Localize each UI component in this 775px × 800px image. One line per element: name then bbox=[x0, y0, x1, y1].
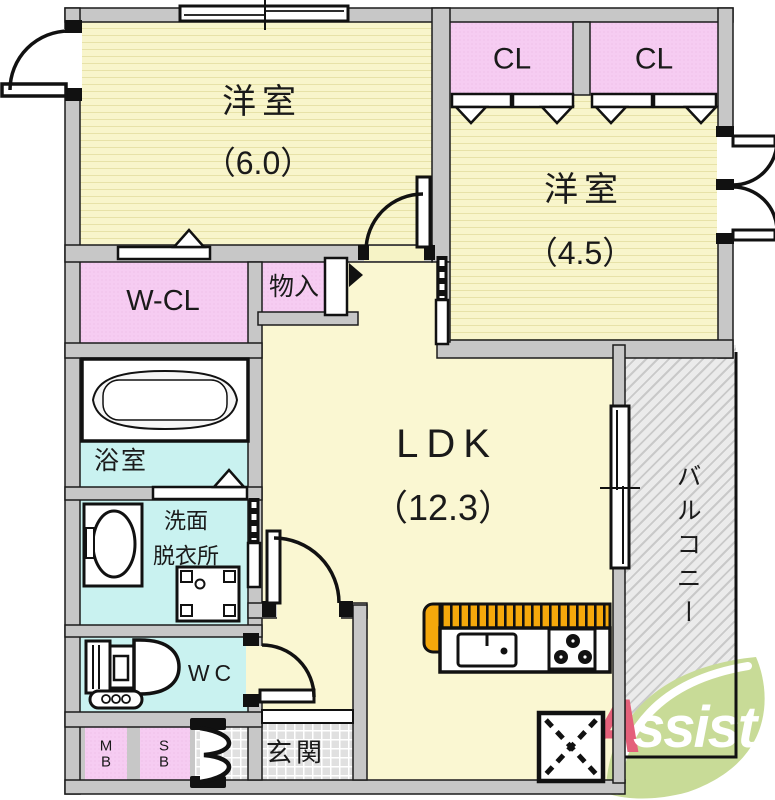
room-yoshitsu-6 bbox=[80, 22, 432, 245]
sliding-door-senmen-icon bbox=[246, 498, 262, 589]
label-monoire: 物入 bbox=[268, 272, 320, 301]
room-ldk-left bbox=[262, 325, 358, 603]
label-wcl: W-CL bbox=[126, 284, 200, 317]
label-balcony: バルコニー bbox=[673, 463, 702, 633]
closet-cl-2 bbox=[590, 22, 718, 95]
label-sb: S B bbox=[159, 738, 169, 770]
corridor bbox=[347, 262, 437, 358]
room-yoshitsu-45 bbox=[450, 95, 718, 340]
sliding-door-yoshitsu45-icon bbox=[434, 256, 450, 346]
label-yoshitsu6-name: 洋室 bbox=[222, 83, 302, 122]
label-bath: 浴室 bbox=[93, 446, 149, 475]
box-sb bbox=[140, 727, 190, 783]
hallway bbox=[262, 618, 353, 712]
label-senmen-line2: 脱衣所 bbox=[152, 543, 220, 569]
label-mb: M B bbox=[100, 738, 113, 770]
exterior-door-left-icon bbox=[0, 20, 82, 101]
label-yoshitsu45-size: （4.5） bbox=[525, 235, 635, 272]
label-yoshitsu45-name: 洋室 bbox=[544, 171, 624, 210]
label-sb-line1: S bbox=[158, 737, 170, 755]
label-ldk-name: LDK bbox=[396, 422, 498, 466]
label-senmen-line1: 洗面 bbox=[163, 508, 209, 534]
label-yoshitsu6-size: （6.0） bbox=[203, 145, 313, 182]
label-ldk-size: （12.3） bbox=[371, 487, 515, 529]
closet-monoire bbox=[262, 262, 325, 312]
label-mb-line2: B bbox=[100, 753, 111, 770]
label-sb-line2: B bbox=[158, 753, 170, 770]
label-genkan: 玄関 bbox=[265, 737, 327, 768]
label-cl-2: CL bbox=[634, 42, 674, 76]
closet-wcl bbox=[80, 262, 248, 343]
label-mb-line1: M bbox=[99, 737, 113, 755]
box-mb bbox=[85, 727, 127, 783]
closet-cl-1 bbox=[450, 22, 573, 95]
label-cl-1: CL bbox=[492, 42, 532, 76]
double-door-right-icon bbox=[716, 126, 775, 244]
label-wc: WC bbox=[187, 659, 237, 686]
